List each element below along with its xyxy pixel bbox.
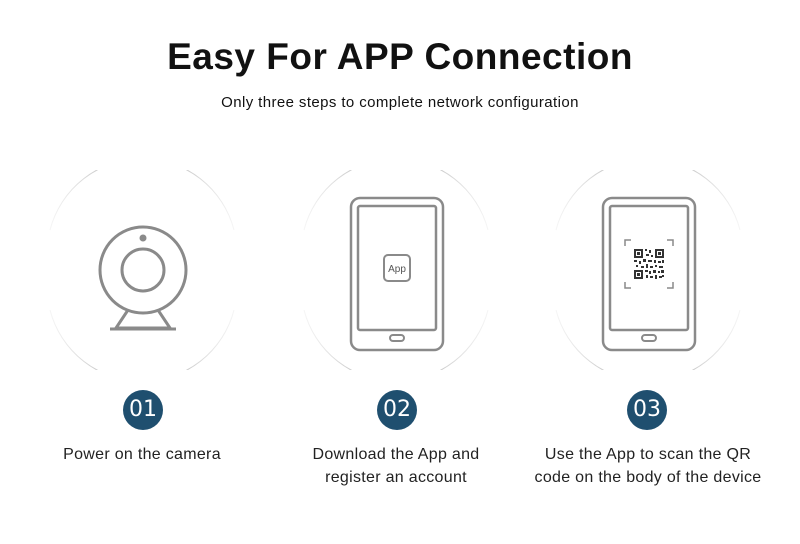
phone-app-icon (349, 196, 445, 352)
step-number-badge: 01 (123, 390, 163, 430)
step-number-badge: 02 (377, 390, 417, 430)
step-caption-line-1: Use the App to scan the QR (544, 446, 752, 463)
step-2-illustration: App (303, 170, 489, 370)
step-number-badge: 03 (627, 390, 667, 430)
circle-outline (49, 170, 235, 231)
circle-outline (49, 309, 235, 370)
step-caption-line-1: Download the App and (312, 446, 480, 463)
circle-outline (555, 170, 741, 231)
phone-qr-icon (601, 196, 697, 352)
step-caption-line-2: register an account (325, 469, 467, 486)
step-1: 01 Power on the camera (12, 0, 272, 544)
step-1-illustration (49, 170, 235, 370)
app-label: App (388, 264, 406, 275)
step-3: 03 Use the App to scan the QR code on th… (518, 0, 778, 544)
circle-outline (555, 309, 741, 370)
camera-icon (98, 225, 188, 331)
page-subtitle: Only three steps to complete network con… (221, 94, 579, 111)
step-caption-line-2: code on the body of the device (534, 469, 762, 486)
step-caption-line-1: Power on the camera (63, 446, 221, 463)
step-3-illustration (555, 170, 741, 370)
page-title: Easy For APP Connection (167, 36, 633, 77)
qr-code-icon (634, 249, 664, 279)
circle-outline (303, 309, 489, 370)
step-2: App 02 Download the App and register an … (266, 0, 526, 544)
circle-outline (303, 170, 489, 231)
